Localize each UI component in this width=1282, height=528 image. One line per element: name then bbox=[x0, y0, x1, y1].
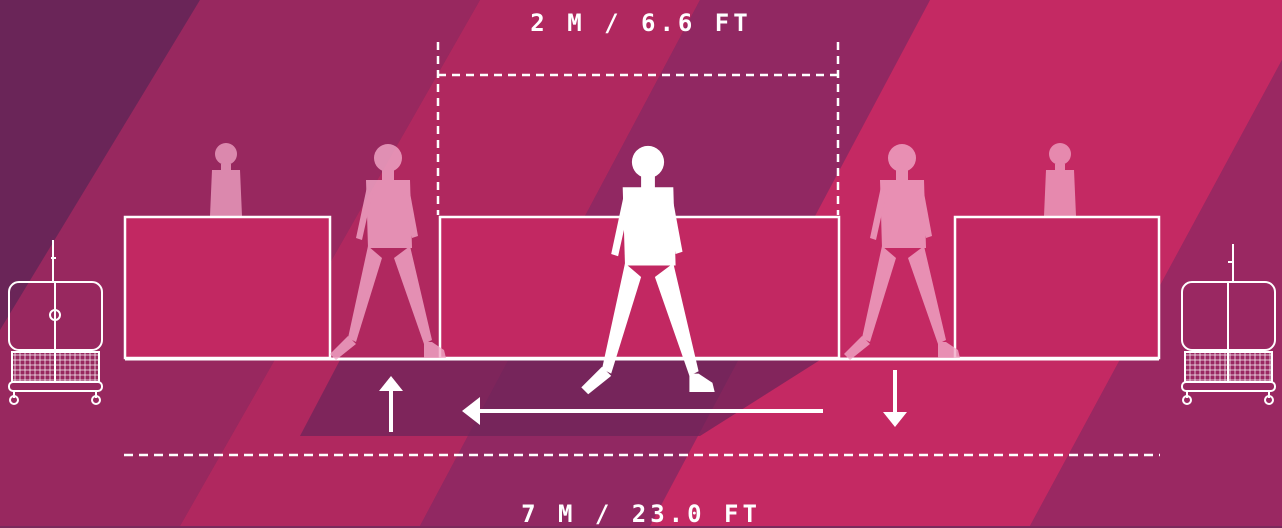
wall-panel-left bbox=[125, 217, 330, 358]
wall-panel-right bbox=[955, 217, 1159, 358]
gap-dimension-label: 2 M / 6.6 FT bbox=[0, 9, 1282, 37]
total-dimension-label: 7 M / 23.0 FT bbox=[0, 500, 1282, 528]
